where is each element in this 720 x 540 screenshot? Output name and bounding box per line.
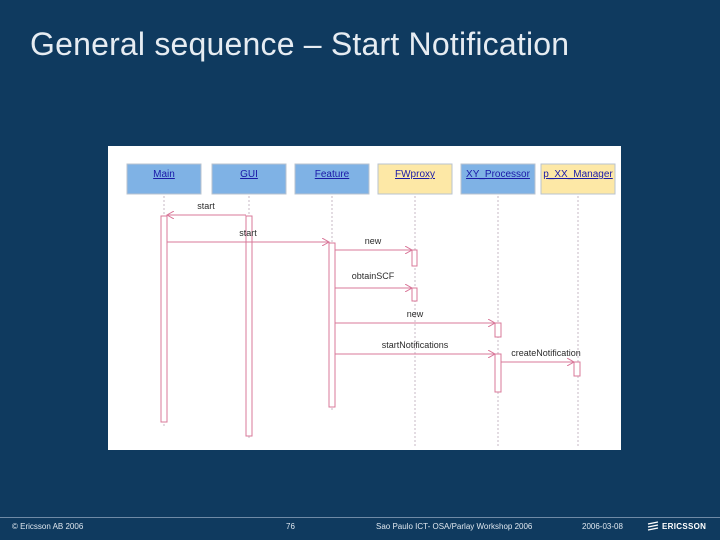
sequence-diagram-canvas: Main GUI Feature FWproxy XY_Processor p_…	[126, 163, 616, 446]
message-label-start-2: start	[239, 228, 257, 238]
ericsson-mark-icon	[647, 521, 659, 531]
lifeline-label: Main	[153, 169, 175, 180]
message-label-startnotifications: startNotifications	[382, 340, 449, 350]
lifeline-feature: Feature	[294, 163, 370, 195]
activation-fwproxy-2	[411, 287, 418, 302]
message-label-new-1: new	[365, 236, 382, 246]
message-label-obtainscf: obtainSCF	[352, 271, 395, 281]
footer-page-number: 76	[286, 522, 295, 531]
activation-feature	[328, 242, 336, 408]
activation-xyprocessor-1	[494, 322, 502, 338]
footer-date: 2006-03-08	[582, 522, 623, 531]
slide-title: General sequence – Start Notification	[30, 26, 570, 62]
lifeline-fwproxy: FWproxy	[377, 163, 453, 195]
sequence-diagram: Main GUI Feature FWproxy XY_Processor p_…	[108, 146, 621, 450]
footer-event: Sao Paulo ICT- OSA/Parlay Workshop 2006	[376, 522, 533, 531]
lifeline-label: GUI	[240, 169, 258, 180]
lifeline-xxmanager: p_XX_Manager	[540, 163, 616, 195]
activation-fwproxy-1	[411, 249, 418, 267]
activation-xyprocessor-2	[494, 353, 502, 393]
message-label-new-2: new	[407, 309, 424, 319]
lifeline-label: XY_Processor	[466, 169, 531, 180]
ericsson-logo: ERICSSON	[647, 521, 706, 531]
activation-gui	[245, 215, 253, 437]
message-label-createnotification: createNotification	[511, 348, 581, 358]
logo-text: ERICSSON	[662, 521, 707, 531]
footer-divider	[0, 517, 720, 518]
lifeline-gui: GUI	[211, 163, 287, 195]
message-label-start-1: start	[197, 201, 215, 211]
lifeline-label: FWproxy	[395, 169, 435, 180]
lifeline-label: p_XX_Manager	[543, 169, 613, 180]
activation-main	[160, 215, 168, 423]
lifeline-main: Main	[126, 163, 202, 195]
lifeline-xyprocessor: XY_Processor	[460, 163, 536, 195]
activation-xxmanager	[573, 361, 581, 377]
footer-copyright: © Ericsson AB 2006	[12, 522, 84, 531]
lifeline-label: Feature	[315, 169, 350, 180]
